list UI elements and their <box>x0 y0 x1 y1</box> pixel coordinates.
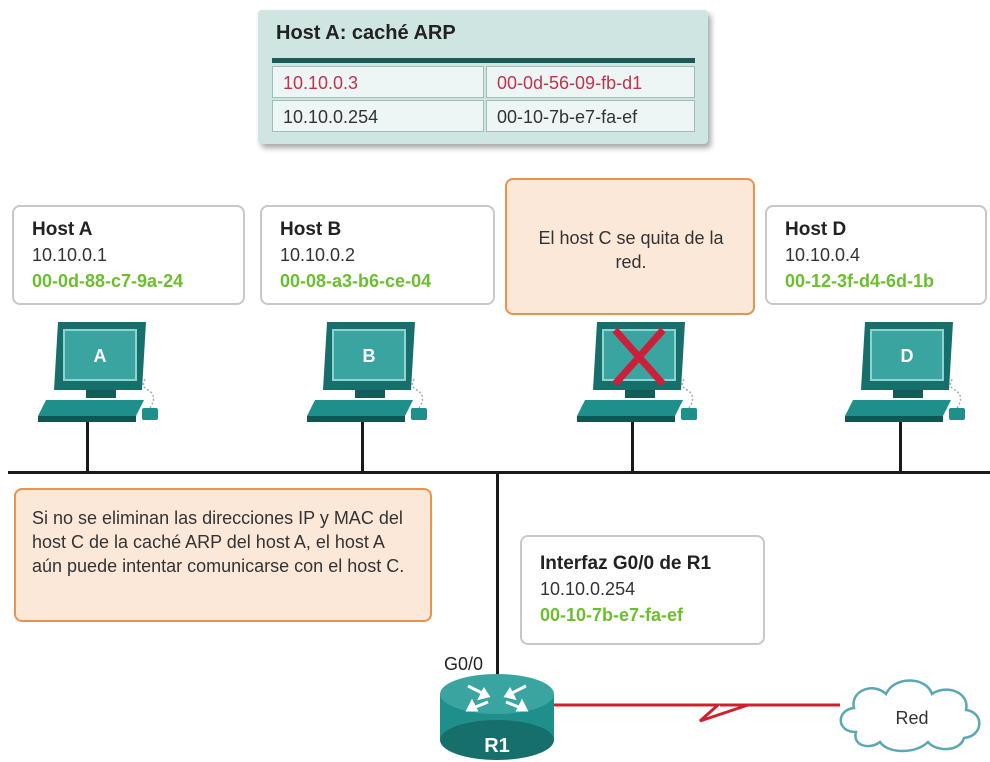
host-a-note-text: Si no se eliminan las direcciones IP y M… <box>32 508 405 576</box>
arp-row-1-mac: 00-0d-56-09-fb-d1 <box>486 66 695 98</box>
host-a-computer-icon: A <box>38 322 158 422</box>
host-b-computer-icon: B <box>307 322 427 422</box>
cloud-label: Red <box>895 708 928 728</box>
lan-segment-line <box>8 471 990 474</box>
host-a-mac: 00-0d-88-c7-9a-24 <box>32 271 184 291</box>
host-c-link <box>631 422 634 473</box>
host-d-link <box>899 422 902 473</box>
router-interface-box: Interfaz G0/0 de R1 10.10.0.254 00-10-7b… <box>520 535 765 645</box>
router-link <box>496 471 499 681</box>
host-d-ip: 10.10.0.4 <box>785 245 861 265</box>
network-cloud-icon: Red <box>839 679 981 753</box>
removed-x-icon <box>612 327 666 387</box>
arp-row-1-ip: 10.10.0.3 <box>272 66 484 98</box>
router-interface-ip: 10.10.0.254 <box>540 579 636 599</box>
host-b-mac: 00-08-a3-b6-ce-04 <box>280 271 432 291</box>
host-d-letter: D <box>901 346 914 366</box>
router-interface-mac: 00-10-7b-e7-fa-ef <box>540 605 684 625</box>
router-icon: R1 <box>440 674 554 760</box>
host-c-note-text: El host C se quita de la red. <box>538 228 724 272</box>
host-d-name: Host D <box>785 219 847 240</box>
host-a-letter: A <box>94 346 107 366</box>
router-port-label: G0/0 <box>444 654 484 674</box>
arp-header-rule <box>272 58 695 63</box>
arp-row-2-ip: 10.10.0.254 <box>272 100 484 132</box>
router-label: R1 <box>484 735 510 757</box>
host-d-info-box: Host D 10.10.0.4 00-12-3f-d4-6d-1b <box>765 205 987 305</box>
host-a-ip: 10.10.0.1 <box>32 245 108 265</box>
host-a-arp-note: Si no se eliminan las direcciones IP y M… <box>14 488 432 622</box>
host-b-letter: B <box>363 346 376 366</box>
host-c-removed-note: El host C se quita de la red. <box>505 178 755 315</box>
arp-cache-title: Host A: caché ARP <box>276 22 456 44</box>
host-b-info-box: Host B 10.10.0.2 00-08-a3-b6-ce-04 <box>260 205 495 305</box>
host-a-name: Host A <box>32 219 93 240</box>
host-d-mac: 00-12-3f-d4-6d-1b <box>785 271 935 291</box>
arp-cache-table: Host A: caché ARP 10.10.0.3 00-0d-56-09-… <box>258 10 708 144</box>
host-b-link <box>361 422 364 473</box>
host-b-name: Host B <box>280 219 342 240</box>
host-a-link <box>86 422 89 473</box>
host-b-ip: 10.10.0.2 <box>280 245 356 265</box>
wan-serial-link <box>550 703 840 723</box>
router-interface-name: Interfaz G0/0 de R1 <box>540 553 712 574</box>
host-a-info-box: Host A 10.10.0.1 00-0d-88-c7-9a-24 <box>12 205 245 305</box>
arp-row-2-mac: 00-10-7b-e7-fa-ef <box>486 100 695 132</box>
host-d-computer-icon: D <box>845 322 965 422</box>
host-c-computer-icon <box>577 322 697 422</box>
